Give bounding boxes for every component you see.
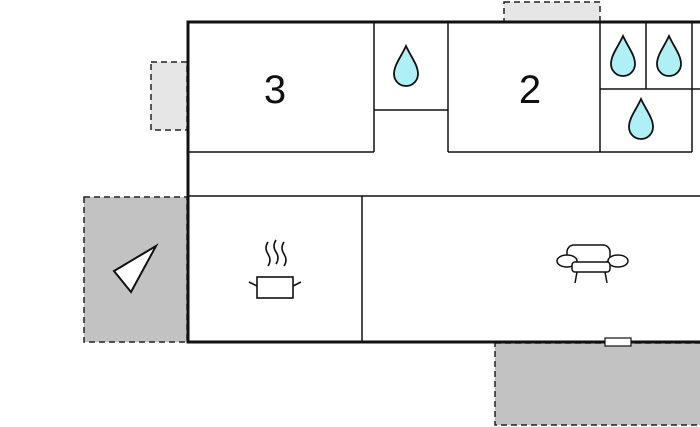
water-drop-icon <box>656 33 682 77</box>
water-drop-icon <box>393 43 419 87</box>
terrace-bottom <box>494 342 700 426</box>
water-drop-icon <box>610 33 636 77</box>
terrace-left-small <box>150 61 188 131</box>
terrace-top <box>503 1 601 23</box>
sofa-icon <box>556 244 629 284</box>
interior-walls <box>188 22 700 342</box>
bedroom-left-label: 3 <box>264 68 286 112</box>
water-drop-icon <box>628 96 654 140</box>
bedroom-right-label: 2 <box>519 68 541 112</box>
window <box>604 337 632 347</box>
direction-triangle-icon <box>112 243 159 294</box>
cooking-pot-icon <box>248 239 302 299</box>
